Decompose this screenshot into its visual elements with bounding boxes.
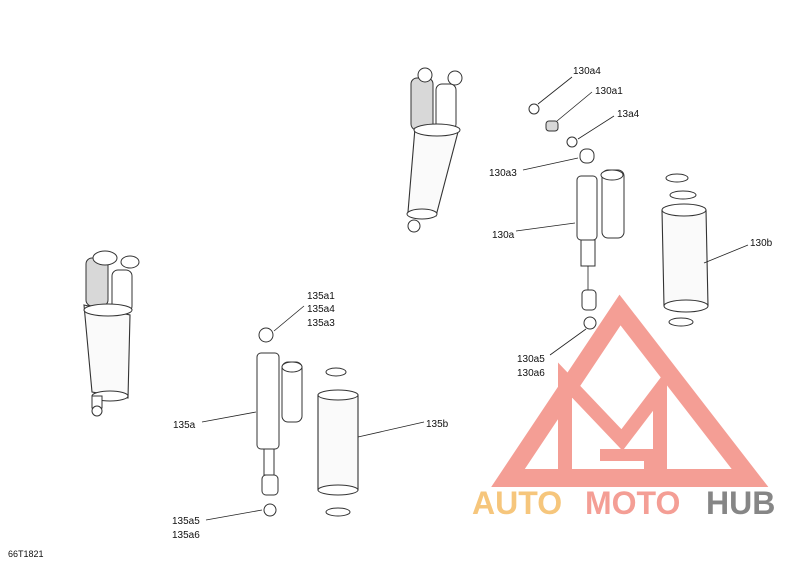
callout-13a4: 13a4 (617, 109, 640, 120)
callout-130a3: 130a3 (489, 168, 517, 179)
callout-130b: 130b (750, 238, 773, 249)
callout-labels: 130a4 130a1 13a4 130a3 130a 130b 130a5 1… (8, 66, 773, 559)
automotohub-watermark: AUTO MOTO HUB (472, 294, 775, 521)
spring-130b (661, 173, 709, 327)
spring-135b (317, 367, 359, 517)
diagram-code: 66T1821 (8, 549, 44, 559)
watermark-auto: AUTO (472, 485, 562, 521)
callout-130a5: 130a5 (517, 354, 545, 365)
callout-135a4: 135a4 (307, 304, 335, 315)
assembled-shock-left (83, 250, 140, 417)
assembled-shock-top (406, 67, 463, 233)
callout-135b: 135b (426, 419, 449, 430)
watermark-moto: MOTO (585, 485, 680, 521)
callout-135a1: 135a1 (307, 291, 335, 302)
shock-130a (528, 103, 625, 330)
callout-130a4: 130a4 (573, 66, 601, 77)
leader-lines (201, 76, 749, 521)
callout-135a: 135a (173, 420, 196, 431)
callout-130a1: 130a1 (595, 86, 623, 97)
callout-130a6: 130a6 (517, 368, 545, 379)
callout-135a3: 135a3 (307, 318, 335, 329)
watermark-hub: HUB (706, 485, 775, 521)
automotohub-logo-icon (491, 294, 769, 487)
callout-135a6: 135a6 (172, 530, 200, 541)
shock-135a (256, 327, 303, 517)
callout-130a: 130a (492, 230, 515, 241)
callout-135a5: 135a5 (172, 516, 200, 527)
